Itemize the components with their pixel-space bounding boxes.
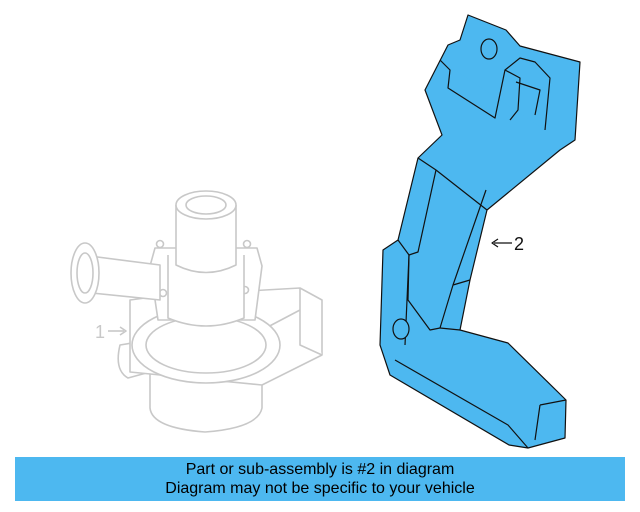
callout-1-label: 1 xyxy=(95,322,105,342)
caption-line-2: Diagram may not be specific to your vehi… xyxy=(165,480,475,497)
caption-banner: Part or sub-assembly is #2 in diagram Di… xyxy=(15,457,625,501)
bracket-part-2 xyxy=(379,14,581,449)
caption-line-1: Part or sub-assembly is #2 in diagram xyxy=(185,461,455,478)
water-pump-part-1 xyxy=(70,190,323,433)
callout-2-label: 2 xyxy=(514,234,524,254)
